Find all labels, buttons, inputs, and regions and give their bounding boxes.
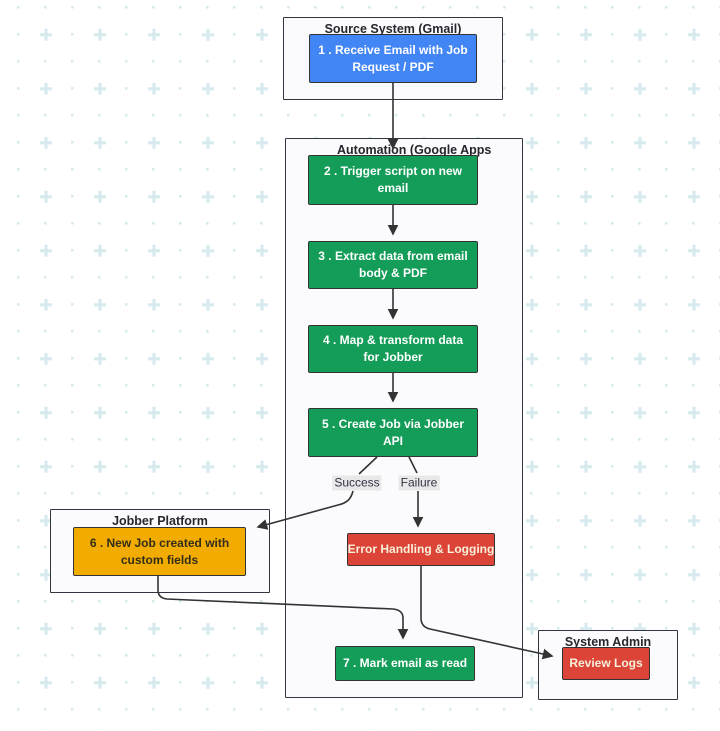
node-error-handling: Error Handling & Logging bbox=[347, 533, 495, 566]
node-trigger-script: 2 . Trigger script on new email bbox=[308, 155, 478, 205]
edge-label-failure: Failure bbox=[398, 475, 440, 491]
node-mark-email-read: 7 . Mark email as read bbox=[335, 646, 475, 681]
cluster-source-system-title: Source System (Gmail) bbox=[324, 22, 462, 36]
cluster-jobber-platform-title: Jobber Platform bbox=[112, 514, 208, 528]
edge-label-success: Success bbox=[332, 475, 382, 491]
node-receive-email: 1 . Receive Email with Job Request / PDF bbox=[309, 34, 477, 83]
node-create-job: 5 . Create Job via Jobber API bbox=[308, 408, 478, 457]
node-extract-data: 3 . Extract data from email body & PDF bbox=[308, 241, 478, 289]
cluster-system-admin-title: System Admin bbox=[564, 635, 652, 649]
node-new-job-created: 6 . New Job created with custom fields bbox=[73, 527, 246, 576]
cluster-system-admin: System Admin bbox=[538, 630, 678, 700]
node-review-logs: Review Logs bbox=[562, 647, 650, 680]
cluster-automation-title: Automation (Google Apps bbox=[337, 143, 492, 157]
node-map-transform: 4 . Map & transform data for Jobber bbox=[308, 325, 478, 373]
